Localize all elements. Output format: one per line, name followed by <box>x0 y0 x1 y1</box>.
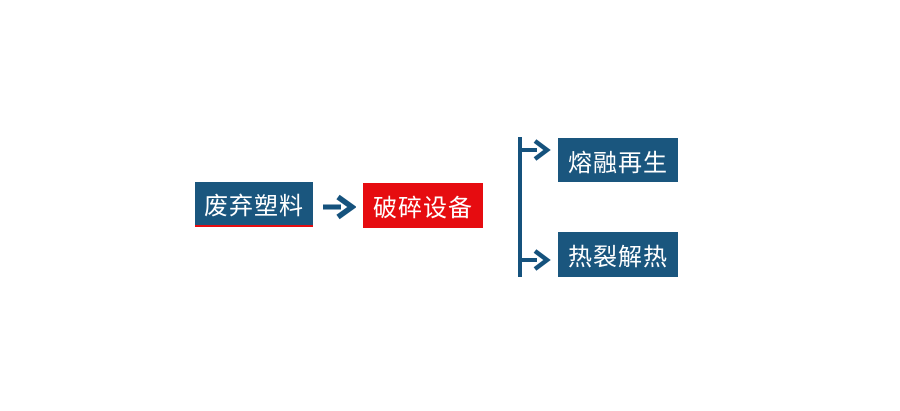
node-crushing-equipment: 破碎设备 <box>363 183 483 228</box>
branch-arrow-bottom-icon <box>520 249 551 271</box>
node-pyrolysis: 热裂解热 <box>558 232 678 277</box>
node-pyrolysis-label: 热裂解热 <box>568 244 668 271</box>
branch-arrow-top-icon <box>520 139 551 161</box>
node-crushing-equipment-label: 破碎设备 <box>373 195 473 222</box>
node-waste-plastic-label: 废弃塑料 <box>204 193 304 220</box>
node-melt-regeneration-label: 熔融再生 <box>568 149 668 177</box>
node-waste-plastic: 废弃塑料 <box>195 182 313 227</box>
node-melt-regeneration: 熔融再生 <box>558 138 678 182</box>
branch-connector <box>518 137 551 277</box>
arrow-right-icon <box>323 194 356 220</box>
